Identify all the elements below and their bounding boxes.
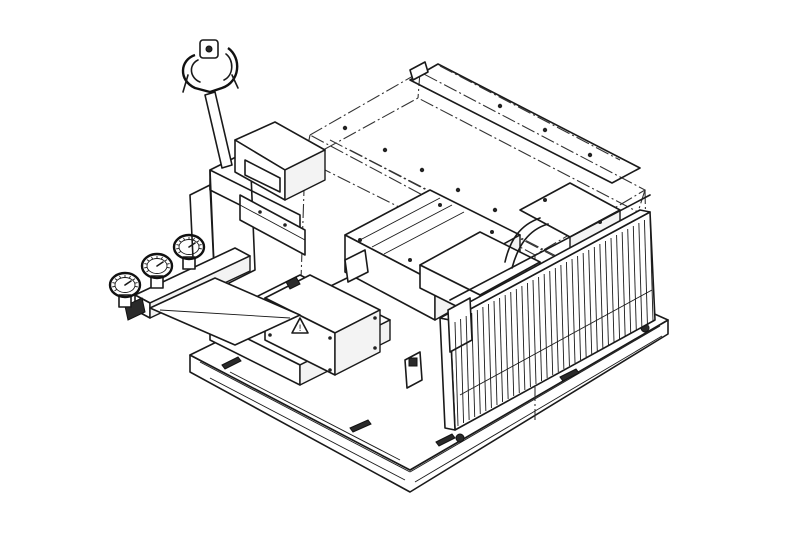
radiator-fin (649, 216, 654, 322)
pressure-gauges (108, 233, 206, 308)
radiator-fin (616, 234, 621, 340)
radiator-fin (638, 222, 643, 328)
pressure-gauge-icon (108, 271, 142, 308)
radiator-fin (504, 294, 509, 400)
radiator-fin (538, 276, 543, 382)
heat-sink-radiator (439, 194, 656, 431)
radiator-fin (554, 267, 559, 373)
radiator-fin (482, 306, 487, 412)
radiator-fin (599, 243, 604, 349)
warning-symbol: ! (298, 324, 302, 334)
gauge-bar (124, 247, 301, 346)
radiator-fin (593, 246, 598, 352)
warning-triangle-icon: ! (291, 317, 309, 334)
radiator-fin (588, 249, 593, 355)
radiator-fin (499, 297, 504, 403)
radiator-fin (521, 285, 526, 391)
radiator-fin (604, 240, 609, 346)
radiator-fin (643, 219, 648, 325)
radiator-fin (526, 282, 531, 388)
lifting-hook-icon (181, 39, 239, 169)
pressure-gauge-icon (140, 252, 174, 289)
radiator-fin (476, 309, 481, 415)
radiator-fin (510, 291, 515, 397)
radiator-fin (610, 237, 615, 343)
radiator-fin (532, 279, 537, 385)
radiator-fin (465, 315, 470, 421)
radiator-fin (515, 288, 520, 394)
radiator-fin (632, 225, 637, 331)
radiator-fin (627, 228, 632, 334)
radiator-fin (460, 318, 465, 424)
radiator-fin (577, 255, 582, 361)
radiator-fin (487, 303, 492, 409)
radiator-fin (471, 312, 476, 418)
pressure-gauge-icon (172, 233, 206, 270)
radiator-fin (565, 261, 570, 367)
radiator-fin (493, 300, 498, 406)
radiator-fin (582, 252, 587, 358)
radiator-fin (560, 264, 565, 370)
radiator-fin (549, 270, 554, 376)
radiator-fin (571, 258, 576, 364)
radiator-fin (454, 321, 459, 427)
radiator-fin (621, 231, 626, 337)
internal-modules (344, 182, 621, 321)
radiator-fin (543, 273, 548, 379)
